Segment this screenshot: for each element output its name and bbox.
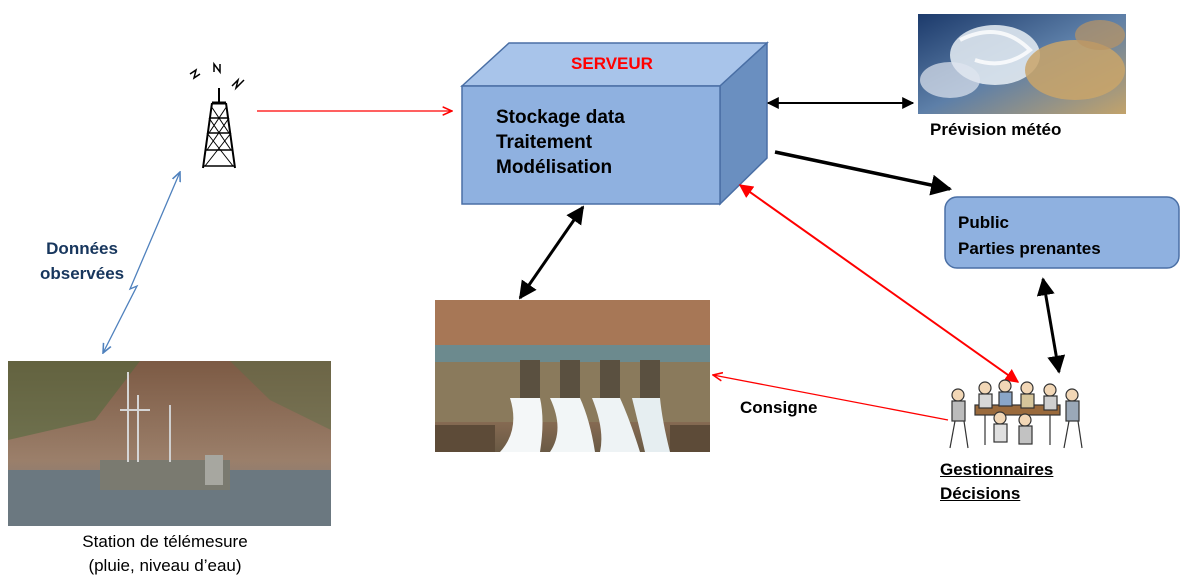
- weather-forecast-caption: Prévision météo: [930, 120, 1062, 139]
- server-to-public-arrow: [774, 150, 953, 196]
- meeting-people-icon: [949, 379, 1083, 449]
- observed-data-link: [103, 172, 180, 353]
- server-dam-arrow: [518, 205, 585, 300]
- consigne-arrow: [713, 375, 949, 421]
- server-managers-arrow: [738, 184, 1020, 383]
- stakeholders-label: Parties prenantes: [958, 239, 1101, 258]
- server-line-modelling: Modélisation: [496, 157, 613, 178]
- managers-line1: Gestionnaires: [940, 460, 1054, 479]
- station-line1: Station de télémesure: [82, 532, 248, 551]
- server-title: SERVEUR: [571, 54, 653, 73]
- telemetry-station-image: [8, 361, 331, 526]
- satellite-weather-image: [918, 14, 1126, 114]
- station-caption: Station de télémesure (pluie, niveau d’e…: [20, 530, 310, 578]
- public-label: Public: [958, 213, 1010, 232]
- observed-data-label: Données observées: [40, 236, 124, 286]
- observed-data-line2: observées: [40, 264, 125, 283]
- dam-spillway-image: [435, 300, 710, 452]
- server-box: [460, 41, 769, 206]
- server-line-processing: Traitement: [496, 132, 593, 153]
- managers-label: Gestionnaires Décisions: [940, 458, 1053, 506]
- antenna-tower-icon: [189, 61, 245, 169]
- observed-data-line1: Données: [46, 239, 118, 258]
- public-managers-arrow: [1036, 277, 1066, 374]
- public-box-text: Public Parties prenantes: [958, 210, 1101, 262]
- instruction-label: Consigne: [740, 398, 818, 417]
- server-line-storage: Stockage data: [496, 107, 625, 128]
- managers-line2: Décisions: [940, 484, 1021, 503]
- station-line2: (pluie, niveau d’eau): [88, 556, 242, 575]
- server-functions: Stockage data Traitement Modélisation: [496, 105, 625, 180]
